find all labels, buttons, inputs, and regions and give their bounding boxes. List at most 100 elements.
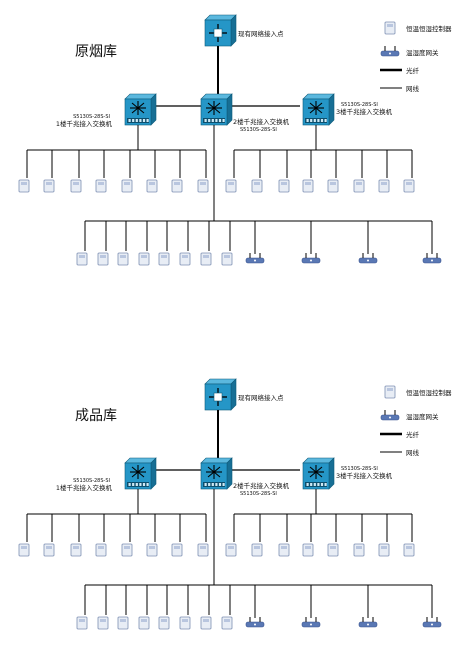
switch-port [324,483,327,486]
switch-port [211,119,214,122]
controller-icon [327,179,339,193]
switch-arrow [309,102,317,109]
controller-icon [353,179,365,193]
switch-port [222,119,225,122]
controller-screen [149,182,155,185]
controller-body [327,179,339,193]
switch-1-model: S5130S-28S-SI [73,114,110,120]
controller-screen [228,546,234,549]
switch-port [317,119,320,122]
switch-port [218,483,222,486]
controller-body [70,179,82,193]
controller-icon [179,616,191,630]
switch-3 [302,93,335,126]
switch-2-name: 2楼千兆接入交换机 [233,481,290,490]
gateway-icon [245,253,265,264]
controller-screen [73,182,79,185]
controller-icon [95,543,107,557]
switch-port [146,483,149,486]
controller-screen [161,619,167,622]
switch-arrow [309,466,317,473]
switch-side-face [226,93,233,126]
core-label: 现有网络接入点 [238,29,284,38]
switch-port [132,483,135,486]
controller-body [403,543,415,557]
controller-body [171,179,183,193]
controller-screen [73,546,79,549]
switch-side-face [150,93,157,126]
legend-fiber-label: 光纤 [406,66,420,75]
controller-body [18,179,30,193]
switch-port [128,483,131,486]
controller-screen [406,182,412,185]
core-side-face [230,14,237,47]
switch-port [313,483,316,486]
controller-icon [121,543,133,557]
controller-icon [95,179,107,193]
controller-body [225,543,237,557]
controller-body [403,179,415,193]
core-access-point-icon [204,378,237,411]
diagram-0: 原烟库现有网络接入点恒温恒湿控制器温湿度网关光纤网线S5130S-28S-SI1… [18,14,452,266]
controller-body [278,543,290,557]
switch-1 [124,93,157,126]
controller-icon [251,543,263,557]
gateway-icon [422,617,442,628]
core-access-point-icon [204,14,237,47]
controller-body [95,543,107,557]
controller-body [251,179,263,193]
controller-screen [224,619,230,622]
switch-port [139,483,142,486]
legend-controller-label: 恒温恒湿控制器 [406,388,452,397]
switch-port [135,483,138,486]
controller-body [179,252,191,266]
switch-1-name: 1楼千兆接入交换机 [56,483,113,492]
switch-arrow [213,471,221,478]
switch-side-face [328,457,335,490]
diagram-title: 原烟库 [75,44,117,60]
controller-icon [200,616,212,630]
switch-2-model: S5130S-28S-SI [240,127,277,133]
controller-icon [378,543,390,557]
controller-icon [171,543,183,557]
controller-screen [79,619,85,622]
controller-body [95,179,107,193]
controller-screen [161,255,167,258]
controller-icon [225,179,237,193]
controller-screen [330,546,336,549]
controller-screen [174,546,180,549]
gateway-icon [358,253,378,264]
controller-icon [403,543,415,557]
controller-body [200,616,212,630]
gateway-led [254,623,256,626]
switch-port [324,119,327,122]
controller-body [384,385,396,399]
legend-cable-label: 网线 [406,448,420,457]
core-center [213,392,223,402]
controller-body [302,543,314,557]
gateway-icon [380,410,400,421]
diagram-1: 成品库现有网络接入点恒温恒湿控制器温湿度网关光纤网线S5130S-28S-SI1… [18,378,452,630]
controller-icon [138,616,150,630]
controller-body [225,179,237,193]
switch-port [132,119,135,122]
controller-screen [356,182,362,185]
controller-body [43,543,55,557]
controller-screen [100,255,106,258]
switch-port [208,119,211,122]
switch-1-name: 1楼千兆接入交换机 [56,119,113,128]
controller-body [138,616,150,630]
switch-arrow [137,102,145,109]
controller-screen [254,546,260,549]
gateway-led [389,52,391,55]
controller-icon [384,21,396,35]
controller-screen [254,182,260,185]
controller-icon [43,543,55,557]
legend-gateway-label: 温湿度网关 [406,412,439,421]
controller-body [171,543,183,557]
controller-icon [171,179,183,193]
switch-ports [203,482,225,487]
switch-arrow [315,107,323,114]
switch-port [146,119,149,122]
controller-icon [138,252,150,266]
